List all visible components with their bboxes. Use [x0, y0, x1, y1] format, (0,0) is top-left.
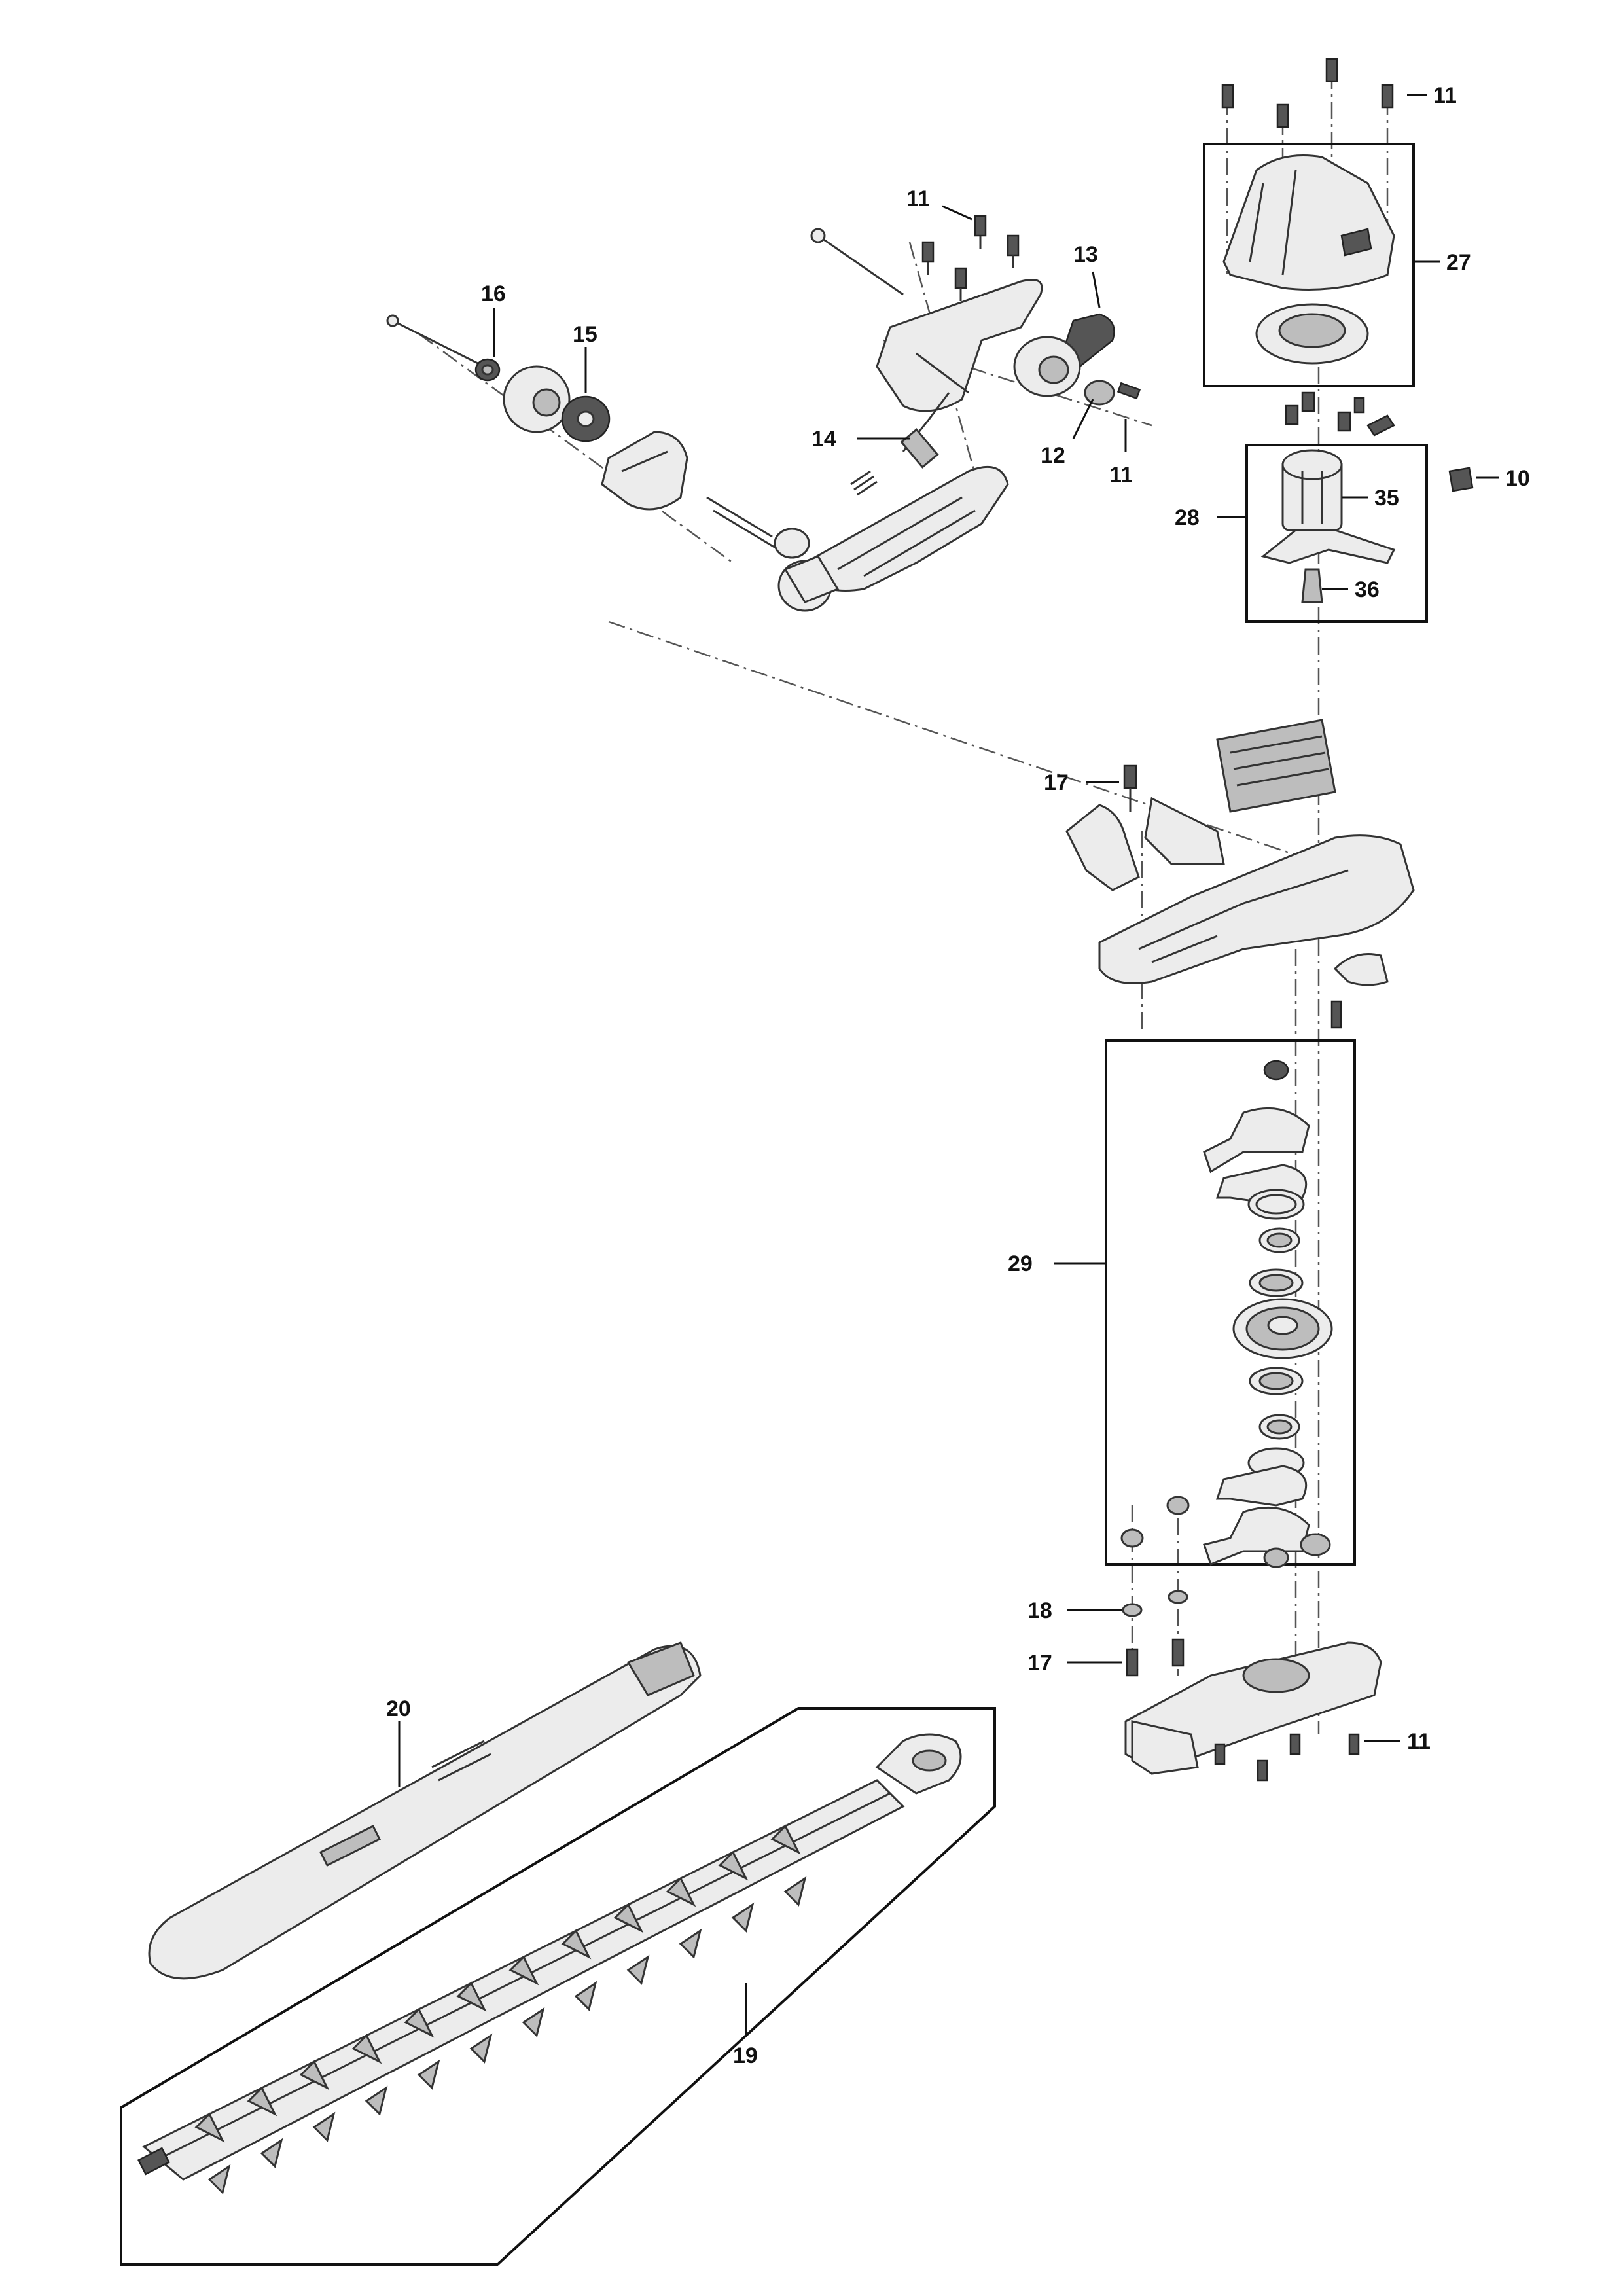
motor-cover-shell	[1222, 154, 1395, 291]
rear-handle-assembly	[777, 215, 1141, 612]
cam-plate	[1203, 1107, 1310, 1174]
air-filter	[1216, 719, 1336, 813]
label-27: 27	[1446, 250, 1471, 275]
upper-handle-cover	[876, 279, 1043, 412]
label-11-lower: 11	[1407, 1729, 1431, 1754]
main-housing	[1065, 719, 1415, 1029]
hedge-blade	[142, 1779, 905, 2181]
label-15: 15	[573, 322, 597, 347]
rod-lower	[1215, 1465, 1308, 1507]
label-35: 35	[1374, 486, 1399, 511]
handle-pin	[817, 234, 904, 296]
label-36: 36	[1355, 577, 1380, 602]
pinion-36	[1301, 568, 1323, 603]
lower-plate	[1203, 1506, 1310, 1566]
front-handle-parts	[386, 314, 810, 559]
label-19: 19	[733, 2043, 758, 2068]
housing-body	[1098, 834, 1415, 984]
label-17-housing: 17	[1044, 770, 1069, 795]
gear-housing-lower	[1124, 1641, 1382, 1782]
leader-lines	[398, 94, 1499, 2036]
front-grip	[1065, 804, 1140, 891]
label-20: 20	[386, 1696, 411, 1721]
box-19	[120, 1707, 996, 2266]
part-labels: 11 11 13 16 15 14 12 11 27 10 28 35 36 1…	[386, 83, 1530, 2068]
box-27	[1203, 143, 1415, 387]
switch-rod	[900, 428, 939, 469]
box-28-motor	[1245, 391, 1428, 623]
box-27-motor-cover	[1203, 58, 1415, 387]
handle-tube	[706, 496, 773, 538]
box-29-gear-stack	[1105, 1039, 1356, 1568]
side-clamp	[1333, 953, 1389, 986]
long-bolt-16	[392, 319, 485, 368]
blade-guard-20	[148, 1641, 702, 1980]
tube-washer	[774, 528, 810, 559]
label-11-lever: 11	[1109, 463, 1133, 488]
blade-box-19	[120, 1707, 996, 2266]
label-16: 16	[481, 281, 506, 306]
blade-teeth	[194, 1824, 807, 2195]
front-handle-housing	[601, 431, 688, 511]
part-10-connector	[1448, 467, 1474, 492]
spring	[850, 470, 878, 496]
box-28	[1245, 444, 1428, 623]
label-18: 18	[1027, 1598, 1052, 1623]
label-13: 13	[1073, 242, 1098, 267]
washer-12	[1084, 380, 1115, 406]
motor-bracket	[1260, 529, 1396, 564]
label-10: 10	[1505, 466, 1530, 491]
label-29: 29	[1008, 1251, 1033, 1276]
label-14: 14	[812, 427, 836, 452]
box-29	[1105, 1039, 1356, 1566]
label-11-top: 11	[1433, 83, 1457, 108]
label-17-lower: 17	[1027, 1651, 1052, 1676]
label-28: 28	[1175, 505, 1200, 530]
label-11-handle: 11	[906, 187, 930, 211]
cover-screws	[921, 215, 1020, 301]
label-12: 12	[1041, 443, 1065, 468]
clip	[1366, 414, 1395, 437]
lower-fasteners	[1122, 1590, 1188, 1677]
